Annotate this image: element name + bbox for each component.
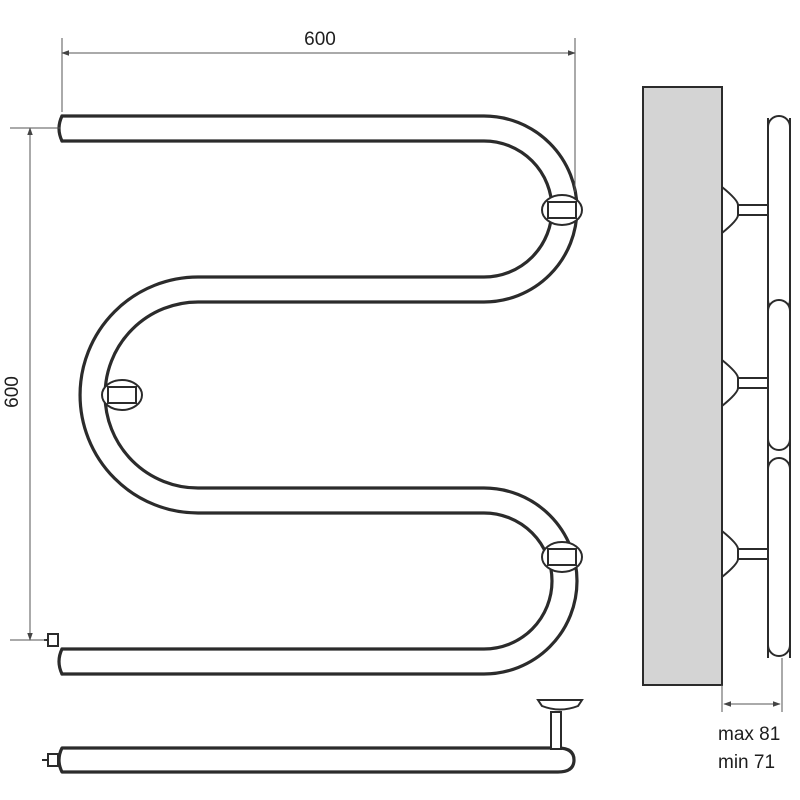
side-bracket-bottom bbox=[721, 528, 769, 580]
side-view: max 81 min 71 bbox=[642, 86, 791, 773]
bottom-pipe-end-cap bbox=[57, 647, 64, 676]
side-bracket-middle bbox=[721, 357, 769, 409]
height-dimension: 600 bbox=[2, 127, 60, 641]
side-pipe-segment-bottom bbox=[767, 457, 791, 657]
bottom-view-mount-stem bbox=[550, 711, 562, 750]
wall-mount-bottom-right bbox=[541, 541, 583, 573]
width-dimension: 600 bbox=[61, 29, 576, 192]
front-view bbox=[44, 114, 583, 676]
depth-dimension: max 81 min 71 bbox=[718, 658, 783, 773]
width-dimension-label: 600 bbox=[304, 29, 336, 50]
side-pipe-segment-middle bbox=[767, 299, 791, 451]
side-bracket-top bbox=[721, 184, 769, 236]
connector-nozzle-bottom-view bbox=[42, 753, 59, 767]
side-pipe-segment-top bbox=[767, 115, 791, 312]
connector-nozzle-front bbox=[44, 633, 59, 647]
wall-mount-top-right bbox=[541, 194, 583, 226]
depth-max-label: max 81 bbox=[718, 724, 780, 745]
depth-min-label: min 71 bbox=[718, 752, 775, 773]
bottom-view-pipe bbox=[57, 746, 576, 774]
wall-section bbox=[642, 86, 723, 686]
bottom-view bbox=[42, 699, 584, 774]
height-dimension-label: 600 bbox=[2, 376, 23, 408]
bottom-view-mount-flange bbox=[536, 699, 584, 711]
wall-mount-middle-left bbox=[101, 379, 143, 411]
